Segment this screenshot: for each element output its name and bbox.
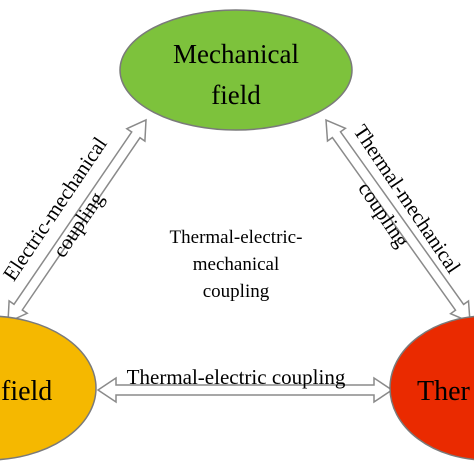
center-label: Thermal-electric- mechanical coupling <box>170 227 303 302</box>
electric-field-ellipse <box>0 315 97 461</box>
mechanical-field-label-line1: Mechanical <box>173 39 299 69</box>
thermal-field-ellipse <box>389 315 474 461</box>
center-label-line2: mechanical <box>193 254 280 275</box>
electric-field-label: field <box>1 376 52 407</box>
thermal-field-label: Ther <box>417 376 471 407</box>
thermal-electric-label: Thermal-electric coupling <box>127 365 346 389</box>
center-label-line3: coupling <box>203 281 270 302</box>
mechanical-field-label-line2: field <box>211 80 261 110</box>
center-label-line1: Thermal-electric- <box>170 227 303 248</box>
mechanical-field-ellipse <box>119 9 353 131</box>
thermal-field-node: Ther <box>389 315 474 461</box>
electric-mechanical-arrow <box>7 118 147 324</box>
electric-field-node: field <box>0 315 97 461</box>
mechanical-field-node: Mechanical field <box>119 9 353 131</box>
